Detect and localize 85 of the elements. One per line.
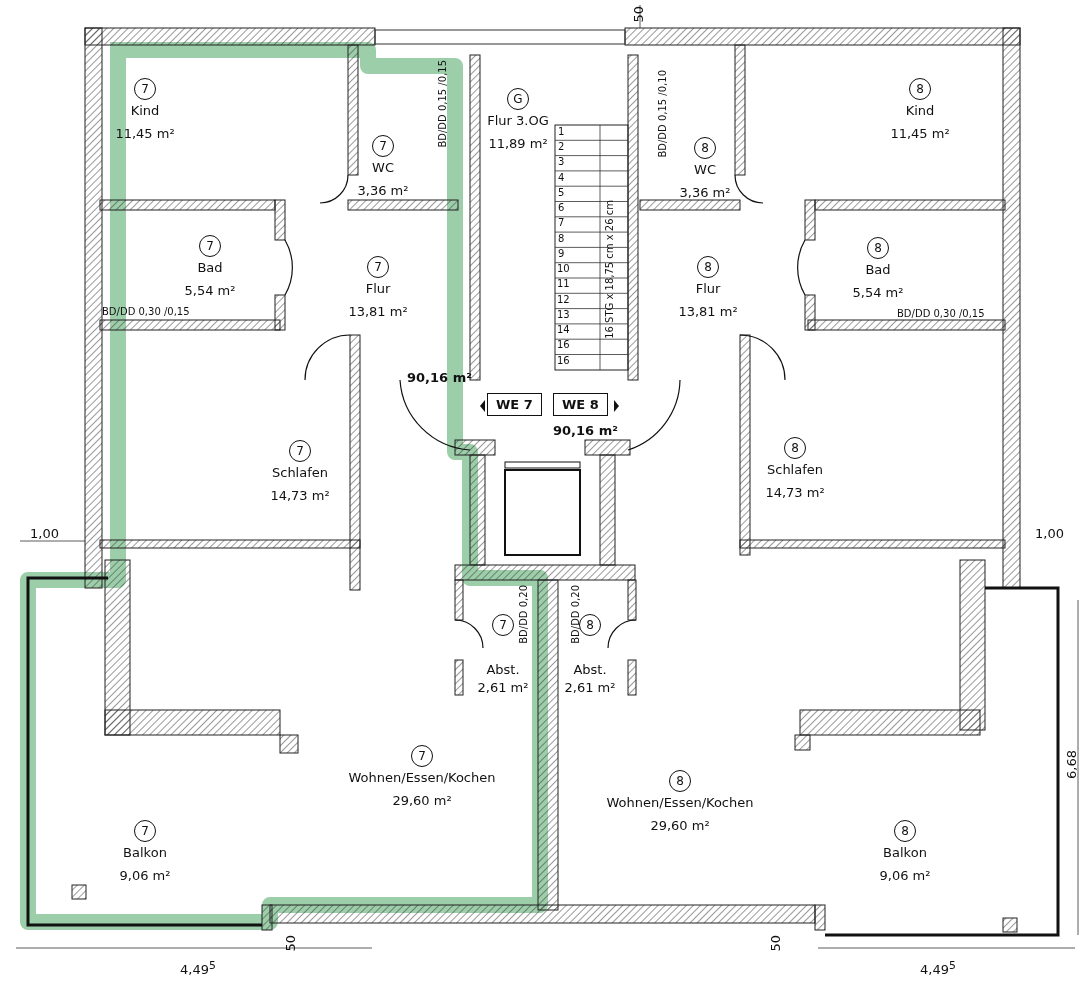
room-name: Wohnen/Essen/Kochen bbox=[348, 770, 496, 786]
room-number: G bbox=[507, 88, 529, 110]
room-number: 8 bbox=[579, 614, 601, 636]
room-number: 7 bbox=[134, 820, 156, 842]
step-number: 16 bbox=[557, 355, 570, 366]
dimension-label: 1,00 bbox=[1035, 528, 1064, 539]
room-name: Flur bbox=[365, 281, 391, 297]
dimension-label: 50 bbox=[285, 935, 296, 952]
dimension-label: 1,00 bbox=[30, 528, 59, 539]
room-name: Schlafen bbox=[767, 462, 823, 478]
room-name: Balkon bbox=[123, 845, 167, 861]
note-label: BD/DD 0,15 /0,10 bbox=[657, 70, 668, 158]
room-area: 3,36 m² bbox=[357, 183, 409, 199]
room-area: 5,54 m² bbox=[852, 285, 904, 301]
room-area: 2,61 m² bbox=[564, 680, 616, 696]
step-number: 12 bbox=[557, 294, 570, 305]
room-number: 7 bbox=[289, 440, 311, 462]
room-area: 13,81 m² bbox=[348, 304, 408, 320]
step-number: 16 bbox=[557, 339, 570, 350]
room-number: 8 bbox=[909, 78, 931, 100]
room-name: Balkon bbox=[883, 845, 927, 861]
room-name: Flur 3.OG bbox=[487, 113, 549, 129]
note-label: 16 STG x 18,75 cm x 26 cm bbox=[604, 200, 615, 339]
room-area: 11,45 m² bbox=[115, 126, 175, 142]
room-number: 7 bbox=[411, 745, 433, 767]
unit-area: 90,16 m² bbox=[553, 423, 618, 438]
room-area: 29,60 m² bbox=[392, 793, 452, 809]
note-label: BD/DD 0,30 /0,15 bbox=[897, 308, 985, 319]
room-area: 11,89 m² bbox=[488, 136, 548, 152]
room-number: 7 bbox=[134, 78, 156, 100]
room-name: Abst. bbox=[486, 662, 520, 678]
room-name: Kind bbox=[130, 103, 160, 119]
step-number: 11 bbox=[557, 278, 570, 289]
room-area: 5,54 m² bbox=[184, 283, 236, 299]
dimension-label: 6,68 bbox=[1066, 750, 1077, 779]
unit-tag: WE 8 bbox=[553, 393, 608, 416]
step-number: 8 bbox=[558, 233, 565, 244]
room-area: 13,81 m² bbox=[678, 304, 738, 320]
room-number: 8 bbox=[669, 770, 691, 792]
dimension-label: 50 bbox=[770, 935, 781, 952]
note-label: BD/DD 0,15 /0,15 bbox=[437, 60, 448, 148]
room-name: Abst. bbox=[573, 662, 607, 678]
room-number: 8 bbox=[784, 437, 806, 459]
step-number: 6 bbox=[558, 202, 565, 213]
room-name: Wohnen/Essen/Kochen bbox=[606, 795, 754, 811]
room-area: 14,73 m² bbox=[765, 485, 825, 501]
step-number: 14 bbox=[557, 324, 570, 335]
note-label: BD/DD 0,20 bbox=[570, 585, 581, 644]
room-number: 8 bbox=[697, 256, 719, 278]
dimension-label: 4,49$^{5}$ bbox=[180, 960, 216, 976]
step-number: 2 bbox=[558, 141, 565, 152]
dimension-label: 50 bbox=[633, 6, 644, 23]
unit-area: 90,16 m² bbox=[407, 370, 472, 385]
dimension-label: 4,49$^{5}$ bbox=[920, 960, 956, 976]
room-number: 8 bbox=[694, 137, 716, 159]
step-number: 4 bbox=[558, 172, 565, 183]
room-name: Schlafen bbox=[272, 465, 328, 481]
room-area: 2,61 m² bbox=[477, 680, 529, 696]
step-number: 9 bbox=[558, 248, 565, 259]
room-number: 7 bbox=[199, 235, 221, 257]
room-area: 9,06 m² bbox=[879, 868, 931, 884]
room-name: Bad bbox=[197, 260, 223, 276]
room-name: WC bbox=[372, 160, 394, 176]
room-name: Bad bbox=[865, 262, 891, 278]
note-label: BD/DD 0,30 /0,15 bbox=[102, 306, 190, 317]
step-number: 1 bbox=[558, 126, 565, 137]
room-number: 7 bbox=[367, 256, 389, 278]
room-name: Flur bbox=[695, 281, 721, 297]
step-number: 3 bbox=[558, 156, 565, 167]
room-number: 8 bbox=[867, 237, 889, 259]
room-number: 7 bbox=[492, 614, 514, 636]
step-number: 7 bbox=[558, 217, 565, 228]
step-number: 13 bbox=[557, 309, 570, 320]
room-area: 14,73 m² bbox=[270, 488, 330, 504]
room-name: WC bbox=[694, 162, 716, 178]
room-area: 3,36 m² bbox=[679, 185, 731, 201]
room-area: 29,60 m² bbox=[650, 818, 710, 834]
step-number: 5 bbox=[558, 187, 565, 198]
room-area: 9,06 m² bbox=[119, 868, 171, 884]
room-number: 7 bbox=[372, 135, 394, 157]
room-name: Kind bbox=[905, 103, 935, 119]
room-number: 8 bbox=[894, 820, 916, 842]
step-number: 10 bbox=[557, 263, 570, 274]
unit-tag: WE 7 bbox=[487, 393, 542, 416]
room-area: 11,45 m² bbox=[890, 126, 950, 142]
